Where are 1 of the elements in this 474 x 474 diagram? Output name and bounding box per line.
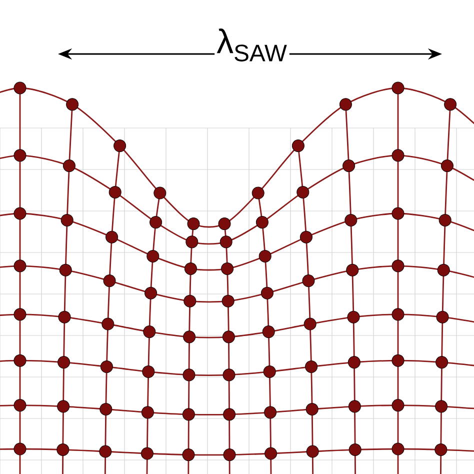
wavelength-label: λ$_{SAW}$ xyxy=(214,26,290,64)
